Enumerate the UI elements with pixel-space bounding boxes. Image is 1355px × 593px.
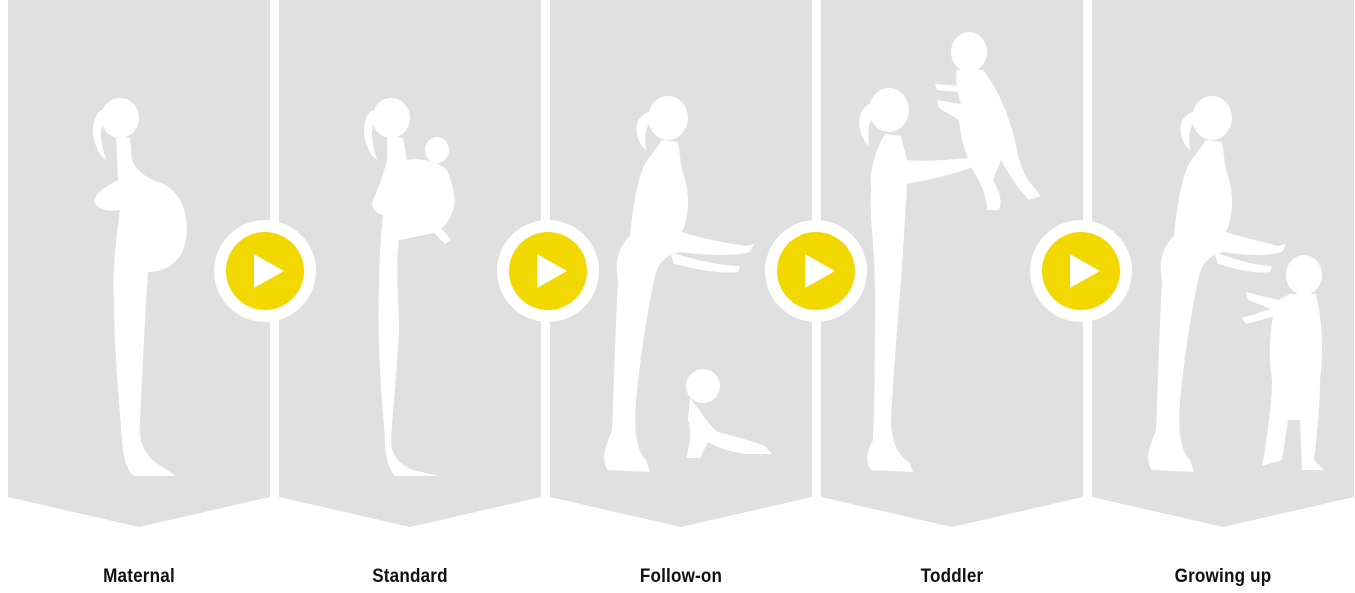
stage-label-maternal: Maternal bbox=[21, 566, 257, 588]
play-arrow-icon bbox=[1030, 220, 1132, 322]
play-arrow-icon bbox=[214, 220, 316, 322]
stage-label-standard: Standard bbox=[292, 566, 528, 588]
next-stage-button-4[interactable] bbox=[1030, 220, 1132, 322]
play-arrow-icon bbox=[497, 220, 599, 322]
next-stage-button-2[interactable] bbox=[497, 220, 599, 322]
stage-label-toddler: Toddler bbox=[834, 566, 1070, 588]
stage-label-follow-on: Follow-on bbox=[563, 566, 799, 588]
play-arrow-icon bbox=[765, 220, 867, 322]
next-stage-button-1[interactable] bbox=[214, 220, 316, 322]
stage-label-growing-up: Growing up bbox=[1105, 566, 1341, 588]
next-stage-button-3[interactable] bbox=[765, 220, 867, 322]
